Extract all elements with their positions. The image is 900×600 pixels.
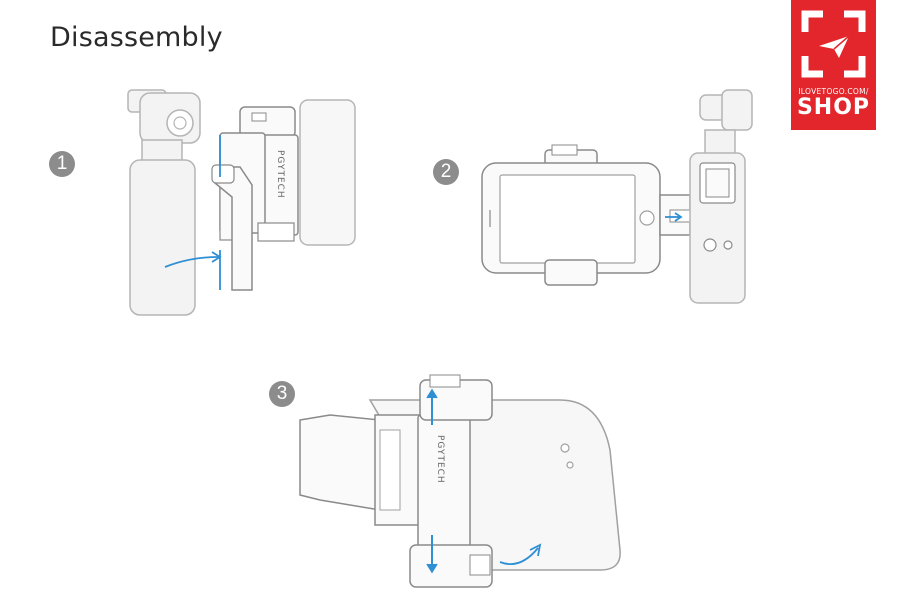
step-3-badge: 3 bbox=[269, 381, 295, 407]
paper-plane-in-frame-icon bbox=[801, 10, 866, 78]
step-1-badge: 1 bbox=[49, 151, 75, 177]
holder-brand-label: PGYTECH bbox=[275, 150, 285, 199]
ilovetogo-shop-logo[interactable]: ILOVETOGO.COM/ SHOP bbox=[791, 0, 876, 130]
holder-brand-label-3: PGYTECH bbox=[435, 435, 445, 484]
step-2-illustration bbox=[481, 89, 753, 304]
logo-url-text: ILOVETOGO.COM/ bbox=[798, 87, 869, 96]
step-3-illustration: PGYTECH bbox=[299, 374, 621, 588]
logo-shop-text: SHOP bbox=[796, 95, 871, 120]
step-2-badge: 2 bbox=[433, 159, 459, 185]
step-1-illustration: PGYTECH bbox=[127, 89, 356, 316]
page-title: Disassembly bbox=[50, 22, 223, 53]
